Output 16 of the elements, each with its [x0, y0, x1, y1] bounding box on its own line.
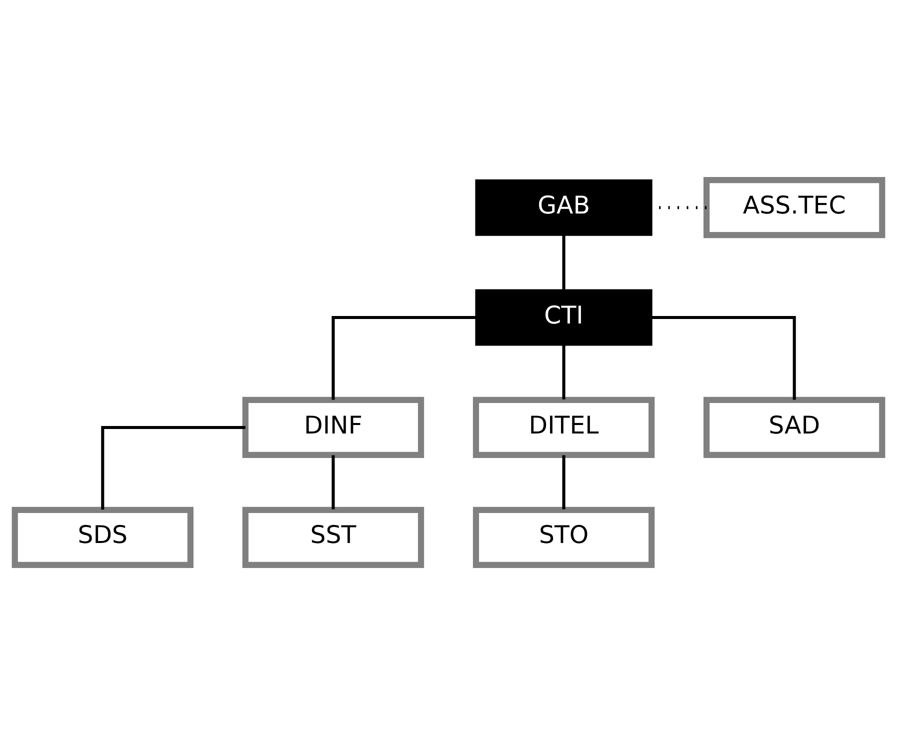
- connector: [332, 316, 476, 400]
- node-box: DINF: [242, 396, 424, 458]
- node-box: SST: [242, 506, 424, 568]
- node-box: CTI: [475, 288, 652, 346]
- connector: [562, 454, 566, 509]
- node-box: DITEL: [472, 396, 655, 458]
- connector: [652, 316, 796, 400]
- connector: [562, 234, 566, 289]
- node-box: STO: [472, 506, 655, 568]
- connector: [562, 344, 566, 399]
- node-box: SAD: [704, 396, 886, 458]
- connector: [332, 454, 335, 509]
- node-box: SDS: [12, 506, 194, 568]
- node-box: ASS.TEC: [704, 176, 886, 238]
- connector: [101, 425, 246, 510]
- node-box: GAB: [475, 178, 652, 236]
